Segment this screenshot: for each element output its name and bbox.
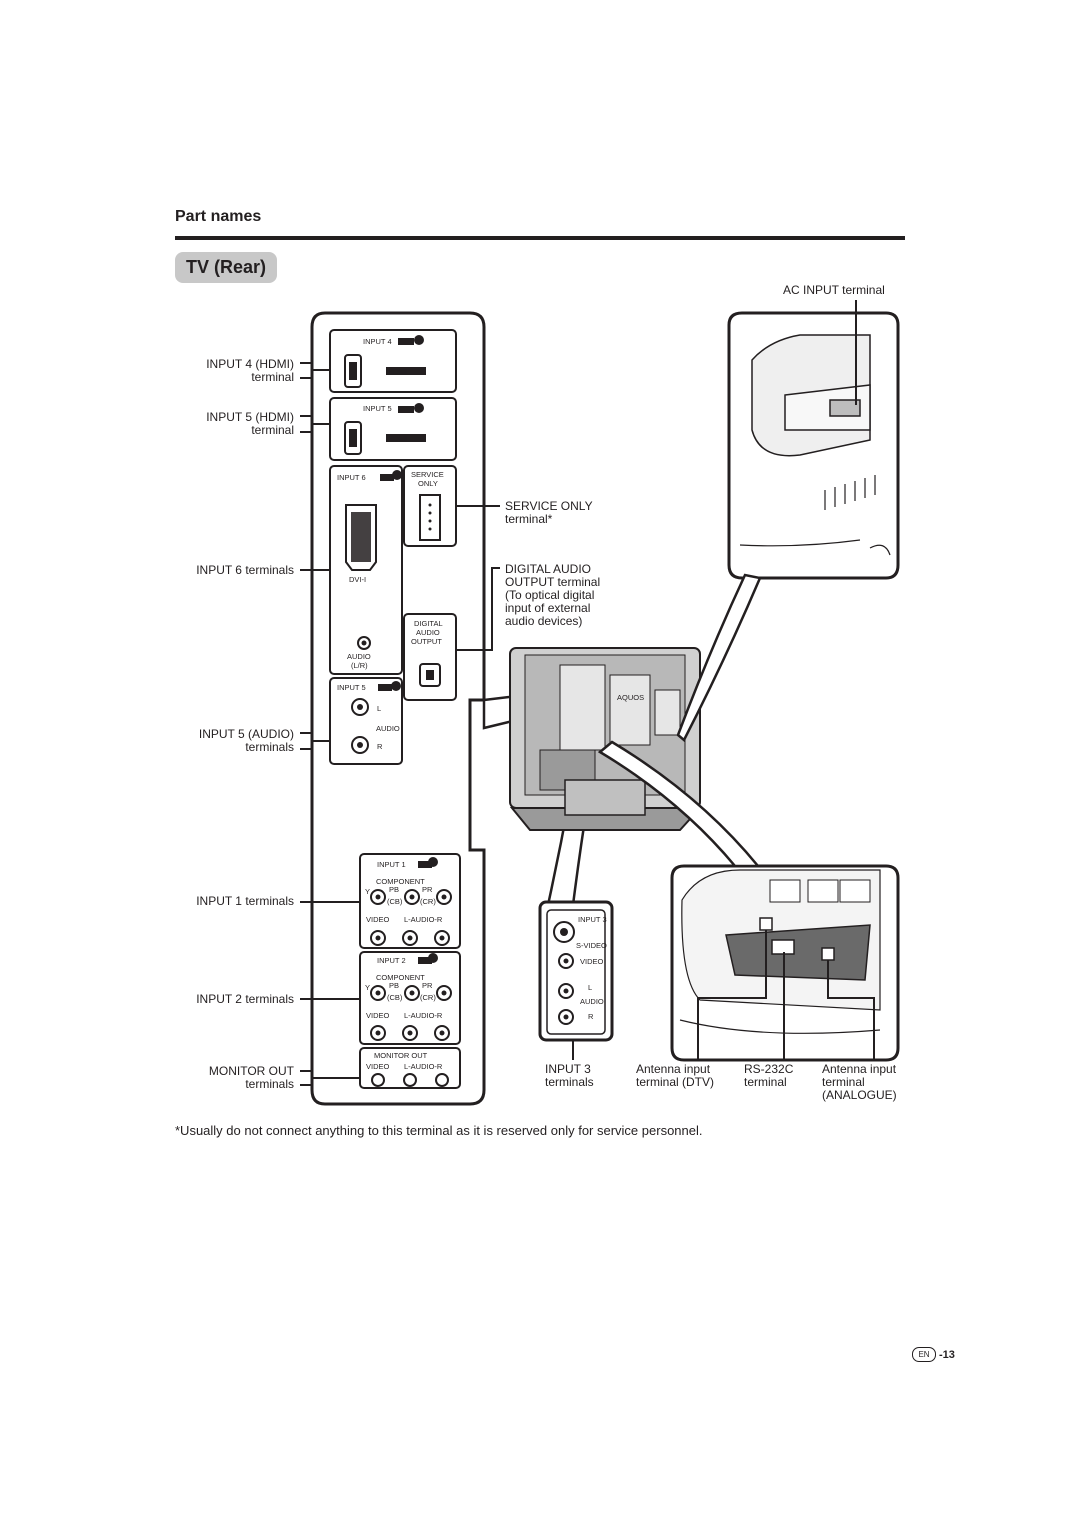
input4-hdmi-terminal [329, 329, 457, 393]
panel-video-label-1: VIDEO [366, 915, 390, 924]
input5-hdmi-terminal [329, 397, 457, 461]
panel-audio3-label: AUDIO [580, 997, 604, 1006]
panel-input6-label: INPUT 6 [337, 473, 366, 482]
page-number-value: -13 [939, 1348, 955, 1361]
section-title: Part names [175, 208, 262, 225]
panel-laudior-label-2: L-AUDIO-R [404, 1011, 443, 1020]
label-ac-input: AC INPUT terminal [783, 283, 885, 297]
panel-cr-label-1: (CR) [420, 897, 436, 906]
tv-brand-label: AQUOS [617, 693, 644, 702]
label-input5: INPUT 5 (HDMI)terminal [206, 410, 294, 437]
page-number: EN -13 [912, 1347, 955, 1362]
panel-r-label: R [377, 742, 383, 751]
panel-y-label-1: Y [365, 887, 370, 896]
page-title: TV (Rear) [175, 252, 277, 283]
panel-input4-label: INPUT 4 [363, 337, 392, 346]
panel-cb-label-2: (CB) [387, 993, 403, 1002]
panel-cr-label-2: (CR) [420, 993, 436, 1002]
panel-monitor-out-label: MONITOR OUT [374, 1051, 428, 1060]
service-only-terminal [403, 465, 457, 547]
panel-digital-label-1: DIGITAL [414, 619, 443, 628]
panel-audio-label: AUDIO [376, 724, 400, 733]
label-input2: INPUT 2 terminals [196, 992, 294, 1006]
digital-audio-output-terminal [403, 613, 457, 701]
panel-pr-label-1: PR [422, 885, 433, 894]
panel-pr-label-2: PR [422, 981, 433, 990]
input3-terminal-group [538, 900, 614, 1042]
panel-input5-label: INPUT 5 [363, 404, 392, 413]
panel-input2-label: INPUT 2 [377, 956, 406, 965]
label-input5-audio: INPUT 5 (AUDIO)terminals [198, 727, 294, 754]
panel-digital-label-2: AUDIO [416, 628, 440, 637]
panel-input3-label: INPUT 3 [578, 915, 607, 924]
monitor-out-terminal-group [359, 1047, 461, 1089]
footnote: *Usually do not connect anything to this… [175, 1123, 703, 1138]
panel-input1-label: INPUT 1 [377, 860, 406, 869]
panel-y-label-2: Y [365, 983, 370, 992]
panel-pb-label-1: PB [389, 885, 399, 894]
input1-terminal-group [359, 853, 461, 949]
panel-service-label-2: ONLY [418, 479, 438, 488]
panel-video-label-2: VIDEO [366, 1011, 390, 1020]
hdmi-logo-2: HDMI [388, 434, 407, 443]
panel-service-label-1: SERVICE [411, 470, 444, 479]
language-badge: EN [912, 1347, 936, 1362]
input2-terminal-group [359, 951, 461, 1045]
panel-component-label-2: COMPONENT [376, 973, 425, 982]
hdmi-logo-1: HDMI [388, 367, 407, 376]
panel-laudior-label-1: L-AUDIO-R [404, 915, 443, 924]
panel-pb-label-2: PB [389, 981, 399, 990]
panel-svideo-label: S-VIDEO [576, 941, 607, 950]
panel-r3-label: R [588, 1012, 594, 1021]
panel-video-label-3: VIDEO [366, 1062, 390, 1071]
panel-audio-lr-label-2: (L/R) [351, 661, 368, 670]
panel-l-label: L [377, 704, 381, 713]
panel-video3-label: VIDEO [580, 957, 604, 966]
title-rule [175, 236, 905, 240]
label-input6: INPUT 6 terminals [196, 563, 294, 577]
panel-dvi-label: DVI-I [349, 575, 366, 584]
input6-terminal-group [329, 465, 403, 675]
panel-digital-label-3: OUTPUT [411, 637, 442, 646]
panel-input5-audio-label: INPUT 5 [337, 683, 366, 692]
panel-l3-label: L [588, 983, 592, 992]
panel-cb-label-1: (CB) [387, 897, 403, 906]
panel-audio-lr-label-1: AUDIO [347, 652, 371, 661]
label-input4: INPUT 4 (HDMI)terminal [206, 357, 294, 384]
panel-component-label-1: COMPONENT [376, 877, 425, 886]
label-input1: INPUT 1 terminals [196, 894, 294, 908]
ac-input-detail [727, 300, 900, 580]
input5-audio-terminal-group [329, 677, 403, 765]
panel-laudior-label-3: L-AUDIO-R [404, 1062, 443, 1071]
